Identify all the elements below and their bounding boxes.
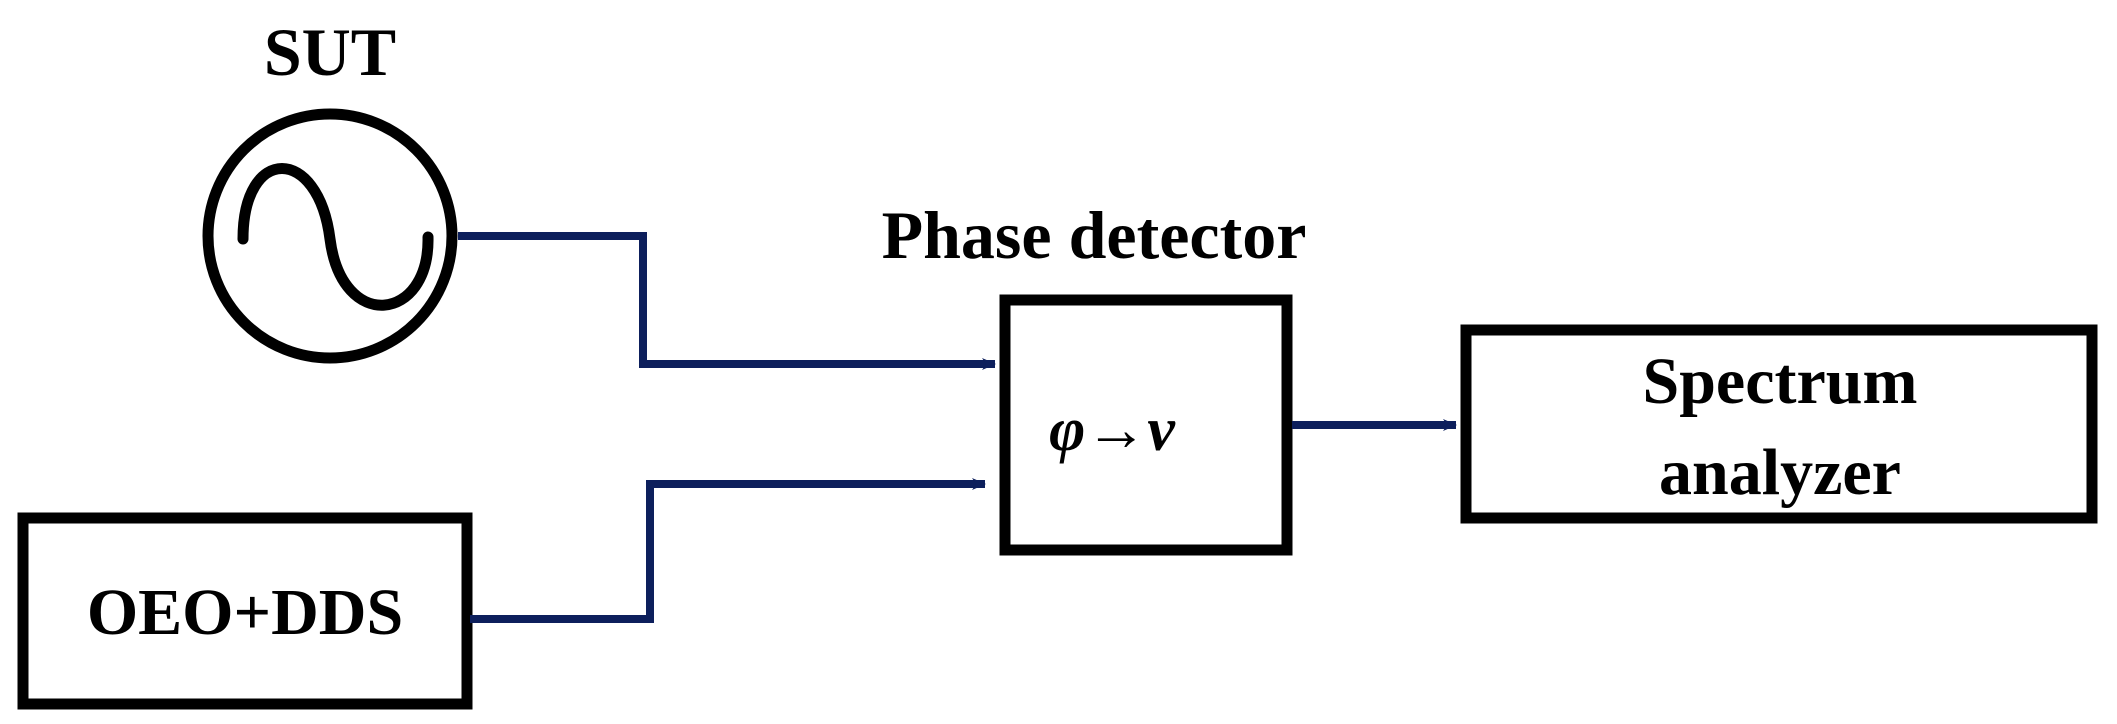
- phase-detector-block: Phase detector φ→v: [882, 197, 1307, 556]
- phase-detector-box: [999, 294, 1293, 556]
- arrow-symbol: →: [1085, 396, 1147, 464]
- v-symbol: v: [1147, 396, 1176, 464]
- phase-detector-title: Phase detector: [882, 197, 1307, 273]
- sut-to-detector-wire: [458, 232, 996, 370]
- sut-source: SUT: [202, 14, 458, 364]
- spectrum-analyzer-box: [1460, 324, 2098, 524]
- phi-symbol: φ: [1049, 396, 1085, 464]
- oeo-dds-block: OEO+DDS: [17, 512, 473, 710]
- spectrum-analyzer-block: Spectrum analyzer: [1460, 324, 2098, 524]
- spectrum-analyzer-line1: Spectrum: [1643, 345, 1918, 418]
- sine-wave-icon: [237, 163, 434, 311]
- spectrum-analyzer-line2: analyzer: [1659, 436, 1901, 509]
- sut-circle: [202, 108, 458, 364]
- oeo-to-detector-wire: [470, 478, 986, 623]
- sut-label: SUT: [264, 14, 396, 90]
- oeo-dds-label: OEO+DDS: [87, 576, 403, 649]
- oeo-dds-box: [17, 512, 473, 710]
- phase-to-voltage-symbol: φ→v: [1049, 396, 1176, 464]
